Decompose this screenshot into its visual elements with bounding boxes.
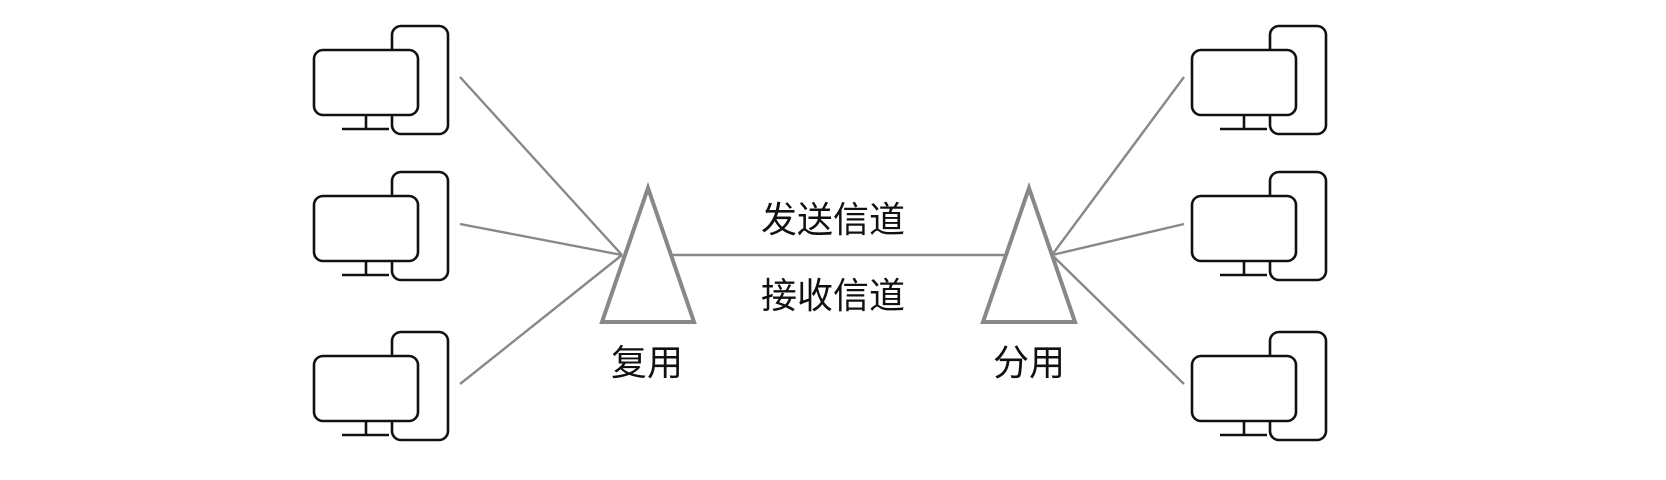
left-link-1	[459, 76, 623, 256]
left-link-2	[459, 222, 623, 257]
desktop-computer-icon	[1190, 24, 1328, 136]
desktop-computer-icon	[1190, 330, 1328, 442]
right-link-3	[1051, 254, 1185, 385]
demultiplexer-label: 分用	[993, 343, 1065, 384]
desktop-computer-icon	[1190, 170, 1328, 282]
demultiplexer-triangle	[980, 181, 1078, 324]
right-computer-2	[1190, 170, 1328, 282]
right-link-1	[1051, 76, 1185, 256]
right-link-2	[1051, 222, 1185, 257]
desktop-computer-icon	[312, 24, 450, 136]
receive-channel-label: 接收信道	[761, 276, 905, 317]
right-computer-1	[1190, 24, 1328, 136]
multiplexer-triangle	[599, 181, 697, 324]
desktop-computer-icon	[312, 170, 450, 282]
send-channel-label: 发送信道	[761, 200, 905, 241]
desktop-computer-icon	[312, 330, 450, 442]
left-computer-2	[312, 170, 450, 282]
left-computer-3	[312, 330, 450, 442]
left-computer-1	[312, 24, 450, 136]
right-computer-3	[1190, 330, 1328, 442]
multiplexer-label: 复用	[611, 343, 683, 384]
left-link-3	[459, 254, 623, 385]
